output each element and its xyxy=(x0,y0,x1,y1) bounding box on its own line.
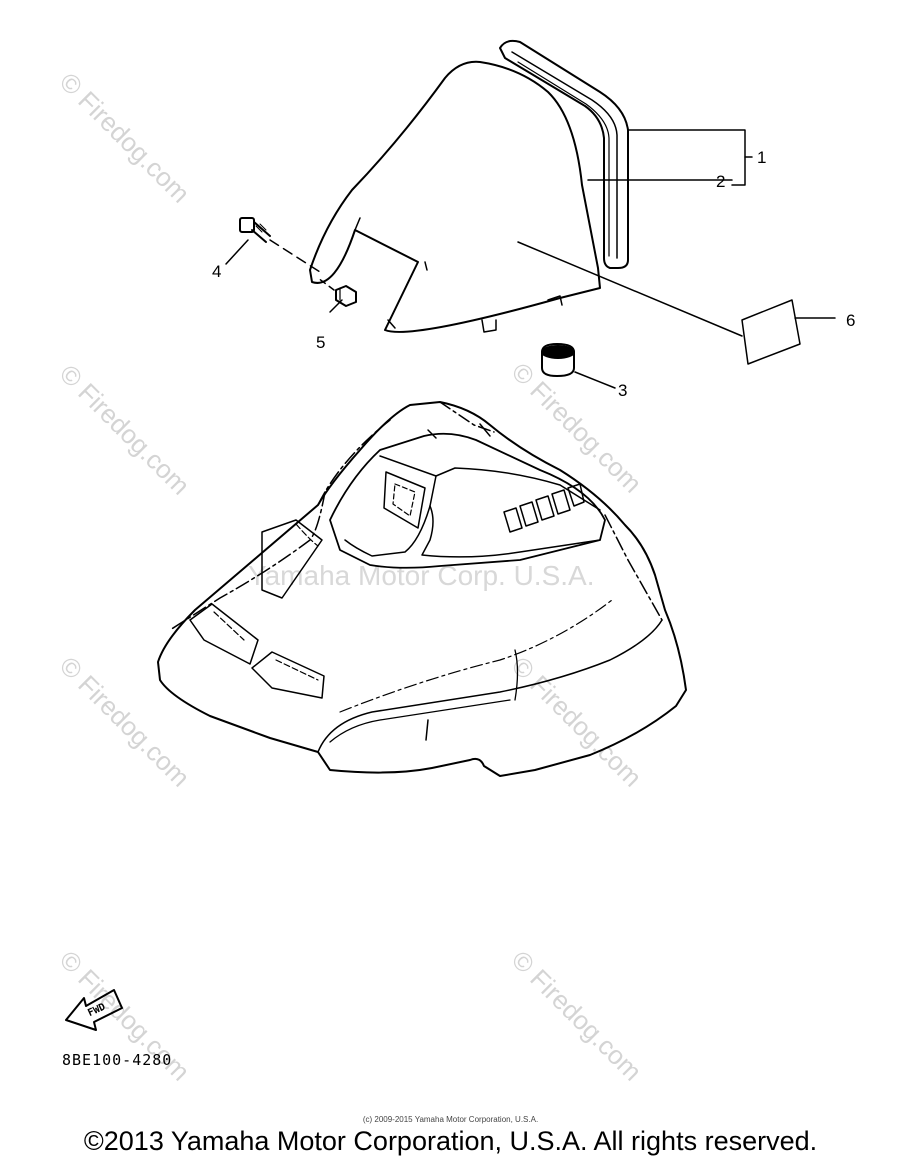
edge-molding xyxy=(499,39,629,269)
callout-3: 3 xyxy=(618,381,627,400)
diagram-part-number: 8BE100-4280 xyxy=(62,1051,173,1069)
callout-5: 5 xyxy=(316,333,325,352)
copyright-notice: ©2013 Yamaha Motor Corporation, U.S.A. A… xyxy=(83,1126,818,1156)
callout-1: 1 xyxy=(757,148,766,167)
caution-label xyxy=(741,299,801,365)
callout-2: 2 xyxy=(716,172,725,191)
damper xyxy=(541,343,575,377)
forward-arrow-icon xyxy=(65,989,123,1031)
small-copyright: (c) 2009-2015 Yamaha Motor Corporation, … xyxy=(362,1115,539,1124)
callout-4: 4 xyxy=(212,262,221,281)
callout-6: 6 xyxy=(846,311,855,330)
nut xyxy=(317,277,357,307)
leader-lines xyxy=(225,129,836,389)
windshield xyxy=(309,60,601,333)
top-cowling xyxy=(157,401,687,777)
watermark-center: Yamaha Motor Corp. U.S.A. xyxy=(248,560,595,591)
bolt xyxy=(239,217,321,273)
